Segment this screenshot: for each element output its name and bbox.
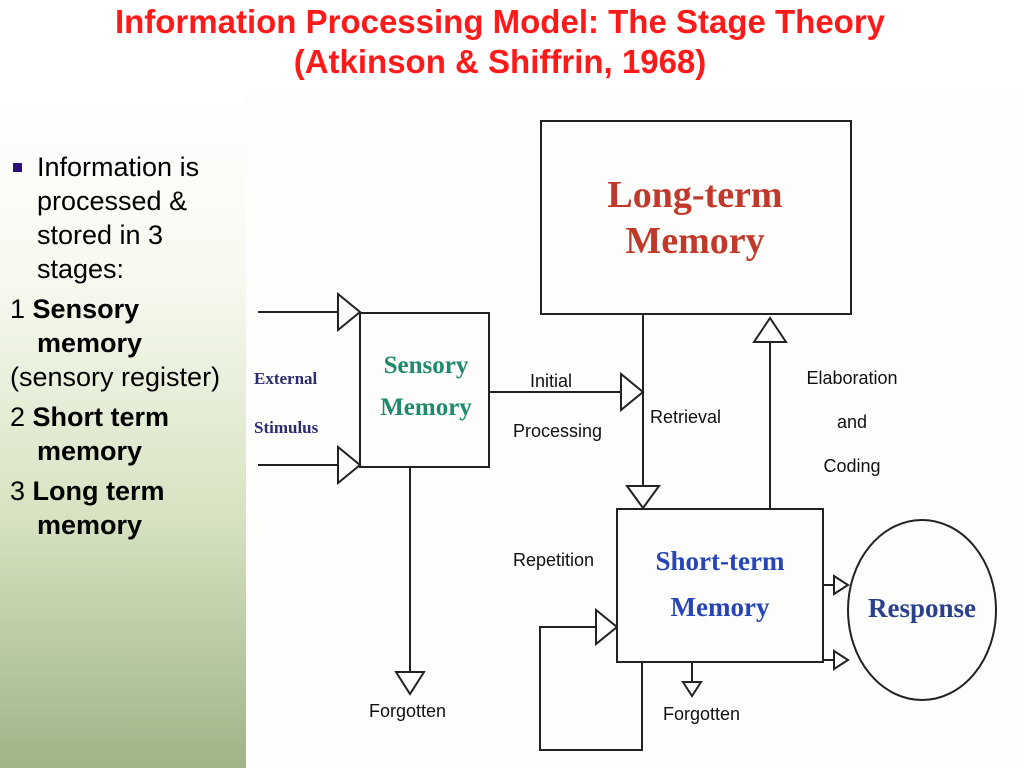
- and-word: and: [836, 412, 868, 432]
- long-term-memory-label: Long-term Memory: [585, 172, 805, 264]
- response-arrow-bottom: [833, 649, 850, 671]
- sensory-forgotten-arrow: [394, 671, 426, 696]
- stimulus-arrow-bottom: [337, 444, 362, 486]
- retrieval-label: Retrieval: [650, 407, 722, 427]
- processing-word: Processing: [513, 421, 603, 441]
- long-term-word: Long-term: [607, 174, 783, 216]
- elaboration-word: Elaboration: [806, 368, 898, 388]
- external-stimulus-label: External Stimulus: [254, 354, 318, 452]
- initial-processing-arrow: [620, 371, 645, 413]
- memory-word: Memory: [625, 220, 765, 262]
- stm-forgotten-arrow: [681, 681, 703, 698]
- elaboration-coding-label: Elaboration and Coding: [800, 356, 904, 488]
- stage-item-2: 2 Short term memory: [10, 400, 245, 468]
- initial-word: Initial: [530, 371, 573, 391]
- stage-description: (sensory register): [10, 362, 221, 392]
- stage-item-1: 1 Sensory memory (sensory register): [10, 292, 245, 394]
- stage-name: Short term memory: [32, 402, 170, 466]
- stage-name: Sensory memory: [32, 294, 143, 358]
- sensory-word: Sensory: [383, 352, 469, 379]
- response-label: Response: [867, 593, 976, 623]
- memory-word: Memory: [670, 592, 770, 622]
- sensory-memory-box: [359, 312, 490, 468]
- short-term-word: Short-term: [655, 546, 785, 576]
- short-term-memory-label: Short-term Memory: [630, 538, 810, 630]
- stage-number: 3: [10, 476, 26, 506]
- sensory-forgotten-label: Forgotten: [369, 701, 447, 721]
- sidebar-gradient: [0, 95, 246, 768]
- square-bullet-icon: [13, 163, 22, 172]
- slide-title: Information Processing Model: The Stage …: [0, 2, 1000, 82]
- intro-bullet-text: Information is processed & stored in 3 s…: [37, 152, 200, 284]
- intro-bullet: Information is processed & stored in 3 s…: [10, 150, 245, 286]
- diagram-background: [246, 95, 1024, 768]
- short-term-forgotten-label: Forgotten: [663, 704, 741, 724]
- response-arrow-top: [833, 574, 850, 596]
- retrieval-arrow: [625, 485, 661, 510]
- stimulus-arrow-top: [337, 291, 362, 333]
- initial-processing-label: Initial Processing: [513, 356, 602, 456]
- response-ellipse: [847, 519, 997, 701]
- stage-number: 2: [10, 402, 26, 432]
- memory-word: Memory: [380, 394, 472, 421]
- stages-list: Information is processed & stored in 3 s…: [10, 150, 245, 542]
- stimulus-word: Stimulus: [254, 418, 319, 437]
- stage-number: 1: [10, 294, 26, 324]
- coding-word: Coding: [823, 456, 881, 476]
- title-line-2: (Atkinson & Shiffrin, 1968): [293, 43, 707, 80]
- stage-name: Long term memory: [32, 476, 165, 540]
- title-line-1: Information Processing Model: The Stage …: [114, 3, 886, 40]
- repetition-label: Repetition: [513, 550, 595, 570]
- stage-item-3: 3 Long term memory: [10, 474, 245, 542]
- sensory-memory-label: Sensory Memory: [364, 345, 488, 429]
- elaboration-arrow: [752, 316, 788, 343]
- long-term-memory-box: [540, 120, 852, 315]
- external-word: External: [254, 369, 318, 388]
- repetition-loop: [539, 626, 643, 751]
- repetition-arrow: [595, 607, 619, 647]
